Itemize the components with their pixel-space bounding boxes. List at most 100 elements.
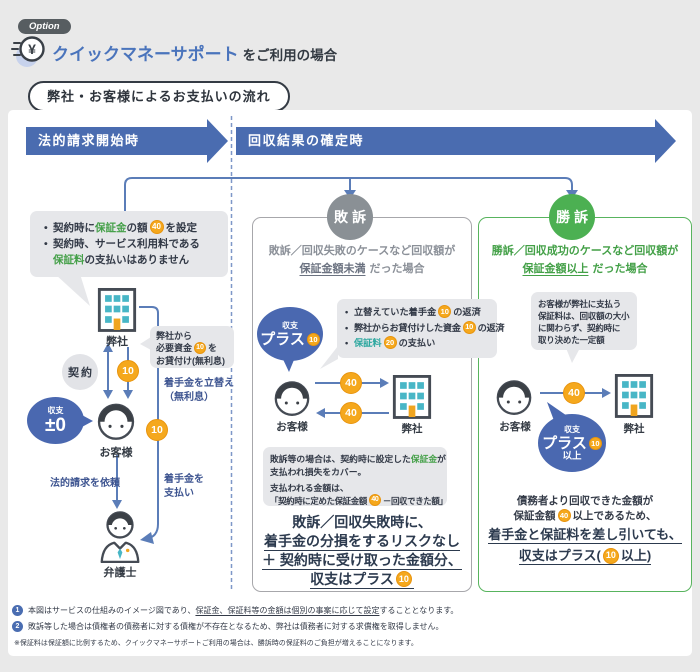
footnote-2-text: 敗訴等した場合は債権者の債務者に対する債権が不存在となるため、弊社は債務者に対す… <box>28 622 444 631</box>
win-desc-line1: 勝訴／回収成功のケースなど回収額が <box>491 245 679 257</box>
loan-bubble-line3: お貸付け(無利息) <box>156 355 225 366</box>
lose-note-line1: 敗訴等の場合は、契約時に設定した保証金が <box>270 454 446 464</box>
setup-note-bullet2: 契約時、サービス利用料である <box>44 236 228 252</box>
coin-10: 10 <box>462 320 476 334</box>
footnote-1: 1 本図はサービスの仕組みのイメージ図であり、保証金、保証料等の金額は個別の事案… <box>12 605 458 616</box>
lose-summary-line3: ＋ 契約時に受け取った金額分、 <box>262 552 462 570</box>
balance-word: 収支 <box>47 405 64 415</box>
company-building-icon <box>613 372 655 418</box>
timeline-phase1-banner: 法的請求開始時 <box>26 127 208 155</box>
timeline-phase1-arrowhead <box>207 119 228 163</box>
footnote-3: ※保証料は保証額に比例するため、クイックマネーサポートご利用の場合は、勝訴時の保… <box>14 638 418 648</box>
page-title-suffix: をご利用の場合 <box>242 48 338 63</box>
setup-note-bullet2-cont: 保証料の支払いはありません <box>53 254 190 266</box>
coin-10: 10 <box>588 436 602 450</box>
customer-label: お客様 <box>276 421 308 433</box>
lose-note-line3: 支払われる金額は、 <box>270 483 349 493</box>
company-building-icon <box>96 286 138 332</box>
lawyer-label: 弁護士 <box>103 567 137 579</box>
customer-person-icon <box>94 396 138 442</box>
win-description: 勝訴／回収成功のケースなど回収額が 保証金額以上だった場合 <box>478 242 692 278</box>
lose-summary-line2: 着手金の分損をするリスクなし <box>264 533 460 551</box>
coin-40: 40 <box>340 402 362 424</box>
lose-desc-line1: 敗訴／回収失敗のケースなど回収額が <box>268 245 456 257</box>
win-desc-line2: 保証金額以上だった場合 <box>522 263 648 275</box>
win-badge: 勝訴 <box>549 194 595 240</box>
footnote-1-number: 1 <box>12 605 23 616</box>
footnote-3-text: ※保証料は保証額に比例するため、クイックマネーサポートご利用の場合は、勝訴時の保… <box>14 640 418 647</box>
coin-40: 40 <box>149 220 164 235</box>
lose-description: 敗訴／回収失敗のケースなど回収額が 保証金額未満だった場合 <box>252 242 472 278</box>
option-badge: Option <box>18 19 71 34</box>
page-title: クイックマネーサポート をご利用の場合 <box>52 40 337 65</box>
coin-40: 40 <box>557 508 571 522</box>
coin-10: 10 <box>395 571 412 588</box>
loan-bubble-line1: 弊社から <box>156 331 193 341</box>
footnote-2-number: 2 <box>12 621 23 632</box>
setup-balance-bubble: 収支 ±0 <box>27 397 84 444</box>
contract-badge: 契約 <box>62 354 98 390</box>
coin-20: 20 <box>383 336 397 350</box>
section-heading-label: 弊社・お客様によるお支払いの流れ <box>47 89 271 104</box>
guarantee-fee-term: 保証料 <box>53 254 85 266</box>
customer-label: お客様 <box>99 447 133 459</box>
lawyer-person-icon <box>95 509 145 563</box>
company-label: 弊社 <box>623 423 645 435</box>
footnote-2: 2 敗訴等した場合は債権者の債務者に対する債権が不存在となるため、弊社は債務者に… <box>12 621 444 632</box>
page-title-highlight: クイックマネーサポート <box>52 45 239 64</box>
lose-note: 敗訴等の場合は、契約時に設定した保証金が 支払われ損失をカバー。 支払われる金額… <box>263 447 448 507</box>
money-icon <box>11 34 49 68</box>
balance-value: ±0 <box>45 414 66 436</box>
lose-summary: 敗訴／回収失敗時に、 着手金の分損をするリスクなし ＋ 契約時に受け取った金額分… <box>252 513 472 589</box>
company-label: 弊社 <box>401 423 423 435</box>
option-badge-label: Option <box>29 21 60 32</box>
win-note: お客様が弊社に支払う 保証料は、回収額の大小 に関わらず、契約時に 取り決めた一… <box>531 292 637 350</box>
lose-summary-line1: 敗訴／回収失敗時に、 <box>292 514 432 530</box>
section-heading: 弊社・お客様によるお支払いの流れ <box>28 81 290 112</box>
guarantee-fee-term: 保証料 <box>354 338 382 348</box>
coin-40: 40 <box>563 382 585 404</box>
coin-10: 10 <box>194 341 207 354</box>
coin-10: 10 <box>438 305 452 319</box>
pay-label: 着手金を 支払い <box>164 474 204 499</box>
request-label: 法的請求を依頼 <box>50 478 120 489</box>
lose-badge: 敗訴 <box>327 194 373 240</box>
coin-10: 10 <box>146 419 168 441</box>
win-summary-line1: 債務者より回収できた金額が <box>516 495 654 507</box>
win-summary-line3: 着手金と保証料を差し引いても、 <box>488 527 682 544</box>
footnote-1-text: 本図はサービスの仕組みのイメージ図であり、保証金、保証料等の金額は個別の事案に応… <box>28 606 459 615</box>
company-label: 弊社 <box>106 336 128 348</box>
coin-40: 40 <box>368 494 381 507</box>
coin-40: 40 <box>340 372 362 394</box>
lose-note-line2: 支払われ損失をカバー。 <box>270 466 367 477</box>
advance-label: 着手金を立替え （無利息） <box>164 378 234 403</box>
timeline-phase2-arrowhead <box>655 119 676 163</box>
company-building-icon <box>391 373 433 419</box>
customer-person-icon <box>271 374 313 418</box>
customer-label: お客様 <box>499 421 531 433</box>
customer-person-icon <box>493 373 535 417</box>
guarantee-deposit-term: 保証金 <box>95 222 127 234</box>
timeline-phase1-label: 法的請求開始時 <box>38 133 140 148</box>
coin-10: 10 <box>306 332 320 346</box>
coin-10: 10 <box>117 360 139 382</box>
guarantee-deposit-term: 保証金 <box>410 454 438 464</box>
lose-desc-line2: 保証金額未満だった場合 <box>299 263 425 275</box>
timeline-phase2-label: 回収結果の確定時 <box>248 133 365 148</box>
